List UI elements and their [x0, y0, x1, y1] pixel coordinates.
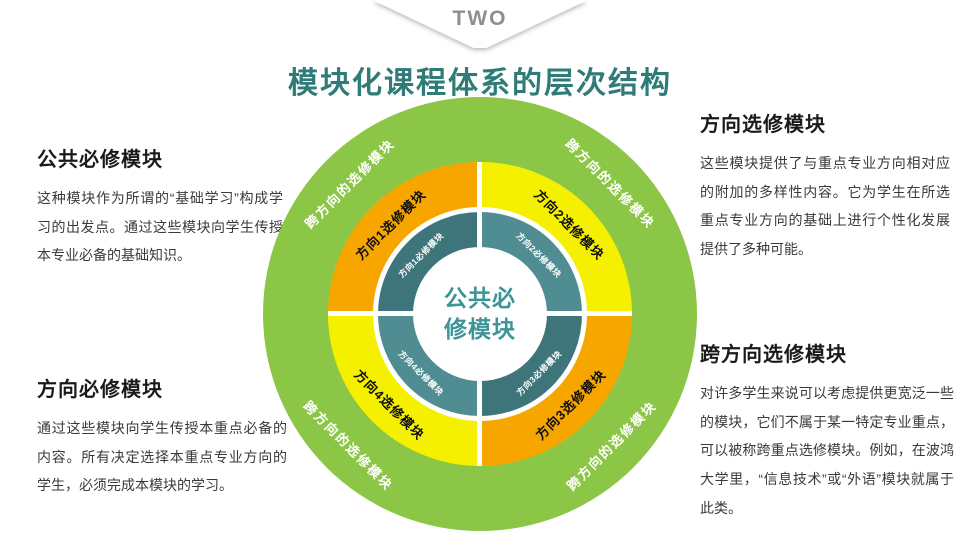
- block-cross-direction-elective: 跨方向选修模块 对许多学生来说可以考虑提供更宽泛一些的模块，它们不属于某一特定专…: [700, 338, 954, 522]
- center-circle: 公共必 修模块: [413, 247, 547, 381]
- block-public-required: 公共必修模块 这种模块作为所谓的“基础学习”构成学习的出发点。通过这些模块向学生…: [37, 143, 283, 270]
- block-direction-elective-heading: 方向选修模块: [700, 114, 826, 136]
- center-label-line1: 公共必: [444, 284, 516, 311]
- block-direction-required-body: 通过这些模块向学生传授本重点必备的内容。所有决定选择本重点专业方向的学生，必须完…: [37, 420, 287, 494]
- block-cross-direction-elective-body: 对许多学生来说可以考虑提供更宽泛一些的模块，它们不属于某一特定专业重点，可以被称…: [700, 385, 954, 516]
- block-direction-required-heading: 方向必修模块: [37, 379, 163, 401]
- center-label-line2: 修模块: [444, 316, 516, 342]
- block-public-required-body: 这种模块作为所谓的“基础学习”构成学习的出发点。通过这些模块向学生传授本专业必备…: [37, 190, 283, 264]
- block-direction-elective-body: 这些模块提供了与重点专业方向相对应的附加的多样性内容。它为学生在所选重点专业方向…: [700, 155, 950, 258]
- section-banner: TWO: [372, 0, 588, 50]
- block-direction-required: 方向必修模块 通过这些模块向学生传授本重点必备的内容。所有决定选择本重点专业方向…: [37, 373, 287, 500]
- block-public-required-heading: 公共必修模块: [37, 149, 163, 171]
- ring-diagram: 公共必 修模块 跨方向的选修模块 跨方向的选修模块 跨方向的选修模块 跨方向的选…: [263, 97, 697, 531]
- block-cross-direction-elective-heading: 跨方向选修模块: [700, 344, 847, 366]
- chevron-banner-shape: TWO: [372, 0, 588, 48]
- section-number-label: TWO: [452, 7, 508, 30]
- page-title: 模块化课程体系的层次结构: [288, 67, 672, 100]
- block-direction-elective: 方向选修模块 这些模块提供了与重点专业方向相对应的附加的多样性内容。它为学生在所…: [700, 108, 950, 264]
